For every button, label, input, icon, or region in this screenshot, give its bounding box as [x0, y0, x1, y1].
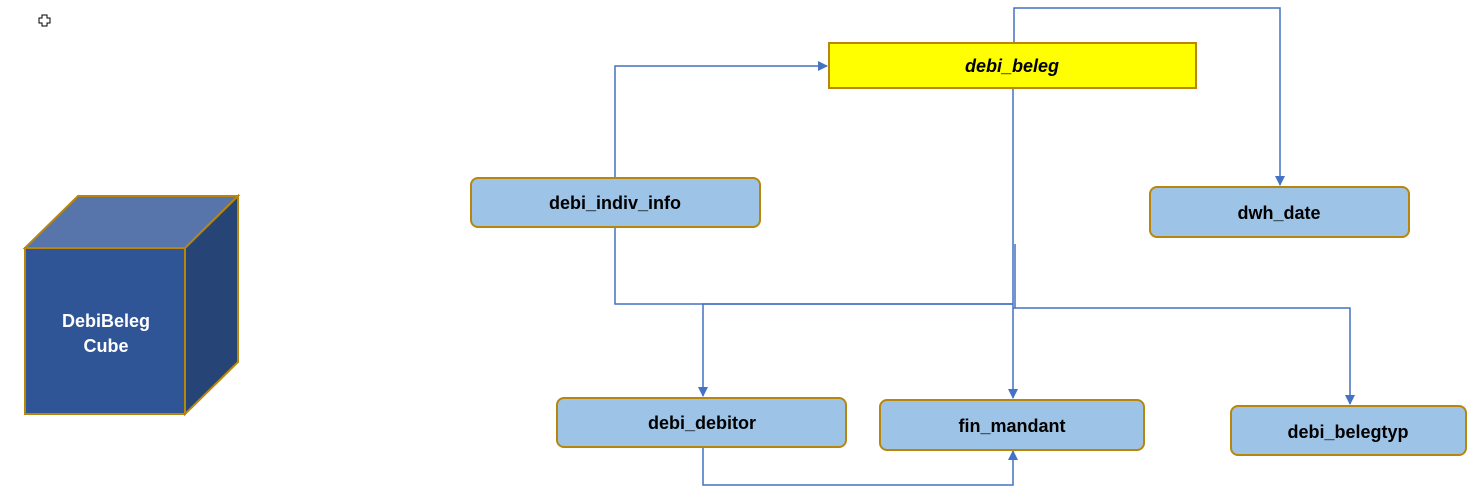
move-cross-icon[interactable] [38, 14, 51, 27]
dimension-label: debi_belegtyp [1287, 422, 1408, 442]
connector-beleg-to-date [1013, 7, 1285, 186]
dimension-label: dwh_date [1237, 203, 1320, 223]
dimension-box [470, 177, 761, 228]
cube-label-line1: DebiBeleg [62, 311, 150, 331]
dimension-debi-belegtyp[interactable]: debi_belegtyp [1230, 405, 1467, 456]
fact-table-box [828, 42, 1197, 89]
dimension-label: debi_indiv_info [549, 193, 681, 213]
dimension-label: fin_mandant [958, 416, 1065, 436]
connector-indiv-info-to-beleg [614, 61, 828, 178]
dimension-debi-indiv-info[interactable]: debi_indiv_info [470, 177, 761, 228]
cube-label-line2: Cube [84, 336, 129, 356]
connector-trunk-to-debitor [698, 303, 1013, 397]
connectors [614, 7, 1355, 486]
cube-front-face [24, 247, 186, 415]
dimension-box [556, 397, 847, 448]
dimension-dwh-date[interactable]: dwh_date [1149, 186, 1410, 238]
dimension-fin-mandant[interactable]: fin_mandant [879, 399, 1145, 451]
dimension-debi-debitor[interactable]: debi_debitor [556, 397, 847, 448]
fact-table-debi-beleg[interactable]: debi_beleg [828, 42, 1197, 89]
debibeleg-cube: DebiBeleg Cube [22, 193, 241, 417]
connector-trunk-to-belegtyp [1013, 307, 1355, 405]
dimension-box [1149, 186, 1410, 238]
fact-table-label: debi_beleg [965, 56, 1059, 76]
connector-indiv-info-to-trunk [614, 227, 1013, 305]
connector-debitor-to-mandant [702, 447, 1018, 486]
dimension-box [879, 399, 1145, 451]
dimension-label: debi_debitor [648, 413, 756, 433]
dimension-box [1230, 405, 1467, 456]
